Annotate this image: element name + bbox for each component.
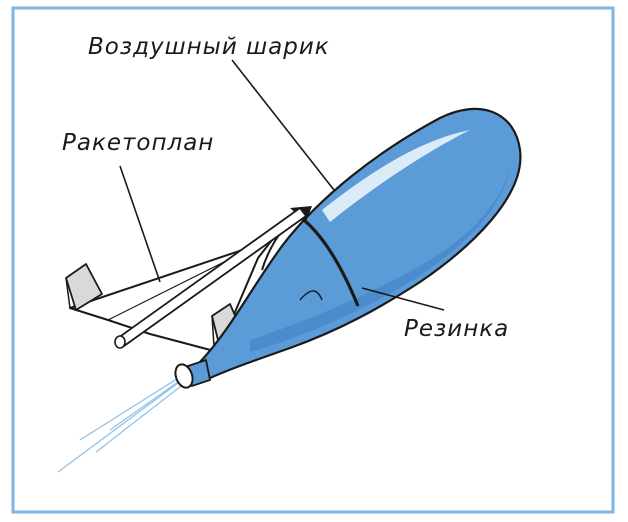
leader-rubber [361,287,445,311]
balloon-shadow [250,160,512,352]
left-fin-side [65,277,77,311]
left-fin [65,263,103,311]
label-balloon: Воздушный шарик [88,34,330,60]
label-rocketplane: Ракетоплан [62,130,214,156]
fuselage-stick [114,207,307,349]
balloon-nozzle [174,363,194,389]
leader-balloon [231,59,335,191]
balloon [174,107,522,389]
label-rubber: Резинка [404,316,509,342]
air-jet-streaks [57,376,186,473]
balloon-highlight-2 [299,290,323,301]
leader-rocketplane [119,165,161,283]
fuselage-stick-end [114,335,126,349]
balloon-body [198,107,522,382]
balloon-highlight [322,130,470,222]
